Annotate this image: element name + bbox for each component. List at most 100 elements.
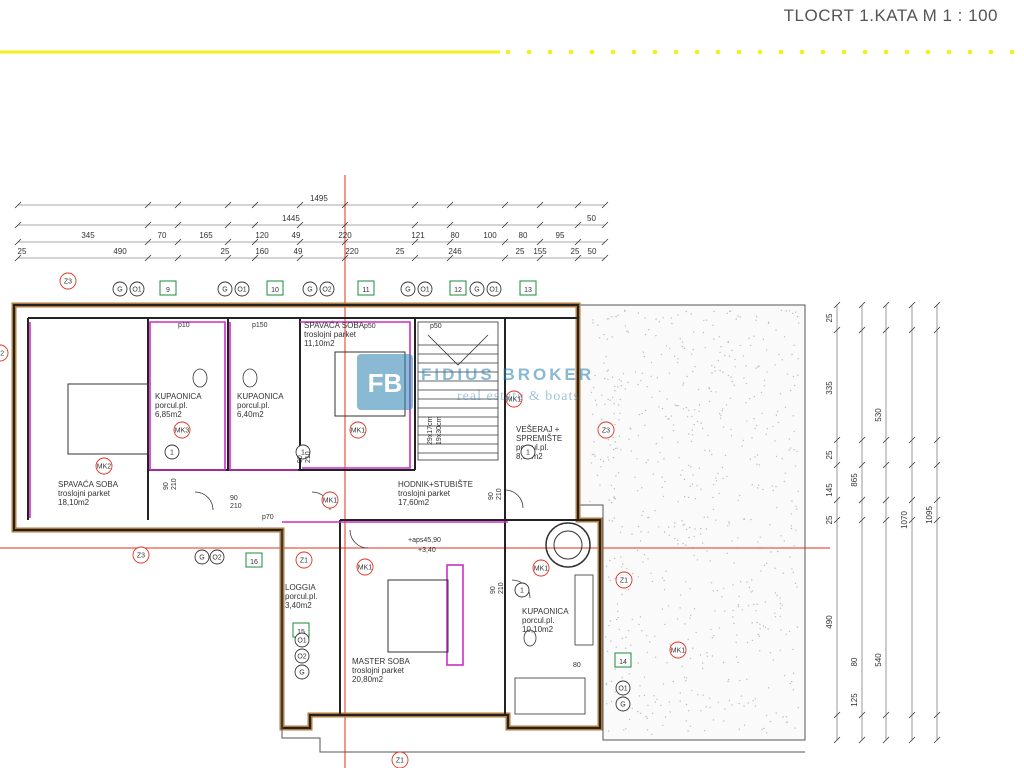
material-tag: MK1 — [532, 559, 550, 577]
room-name: MASTER SOBA — [352, 657, 410, 666]
dimension-label: 25 — [825, 313, 834, 322]
room-name: HODNIK+STUBIŠTE — [398, 480, 473, 489]
dimension-label: 25 — [18, 247, 27, 256]
section-tag: O1 — [486, 281, 502, 297]
shower-icon — [545, 522, 591, 568]
top-dimension-chains — [18, 204, 605, 259]
grid-marker: 13 — [519, 280, 537, 296]
stair-note: 19x30cm — [436, 416, 443, 445]
door-size: 80 — [573, 662, 581, 669]
door-tag: 1 — [295, 444, 311, 460]
dimension-label: 50 — [587, 214, 596, 223]
room-area: 3,40m2 — [285, 601, 312, 610]
section-tag-label: G — [199, 555, 204, 562]
material-tag: MK3 — [173, 421, 191, 439]
door-size: 210 — [496, 488, 503, 500]
material-tag: MK2 — [95, 457, 113, 475]
room-floor: porcul.pl. — [285, 592, 317, 601]
section-tag-label: G — [117, 287, 122, 294]
dimension-label: 1070 — [900, 511, 909, 529]
dimension-label: 530 — [874, 408, 883, 422]
dimension-label: 95 — [556, 231, 565, 240]
dimension-label: 160 — [255, 247, 269, 256]
room-name: KUPAONICA — [522, 607, 569, 616]
dimension-label: 1495 — [310, 194, 328, 203]
material-tag-label: Z1 — [620, 578, 628, 585]
material-tag: MK1 — [356, 558, 374, 576]
material-tag: Z3 — [597, 421, 615, 439]
door-tag: 1 — [520, 444, 536, 460]
grid-marker: 14 — [614, 652, 632, 668]
dimension-label: 125 — [850, 693, 859, 707]
section-tag: G — [217, 281, 233, 297]
dimension-label: 865 — [850, 473, 859, 487]
section-tag: O2 — [209, 549, 225, 565]
door-swings — [194, 489, 531, 599]
installation-lines — [29, 321, 508, 666]
section-tag: G — [194, 549, 210, 565]
door-size: 90 — [490, 586, 497, 594]
material-tag-label: Z3 — [602, 428, 610, 435]
door-size: 210 — [230, 503, 242, 510]
room-floor: porcul.pl. — [522, 616, 554, 625]
door-size: p10 — [178, 322, 190, 329]
section-tag: G — [112, 281, 128, 297]
room-area: 18,10m2 — [58, 498, 90, 507]
door-size: p70 — [262, 514, 274, 521]
dimension-label: 80 — [519, 231, 528, 240]
terrace-area — [577, 304, 806, 741]
stair-note: 29x17cm — [427, 416, 434, 445]
room-area: 20,80m2 — [352, 675, 384, 684]
section-tag: O1 — [294, 632, 310, 648]
room-name: LOGGIA — [285, 583, 316, 592]
room-floor: troslojni parket — [352, 666, 405, 675]
section-tag-label: O1 — [132, 287, 141, 294]
door-tag: 1 — [514, 582, 530, 598]
door-size: 90 — [297, 455, 304, 463]
material-tag-label: MK1 — [534, 566, 549, 573]
room-name: KUPAONICA — [155, 392, 202, 401]
door-size: 210 — [305, 451, 312, 463]
door-size: 90 — [230, 495, 238, 502]
dimension-label: 1445 — [282, 214, 300, 223]
dimension-label: 80 — [451, 231, 460, 240]
section-tag-label: O2 — [212, 555, 221, 562]
dimension-label: 25 — [825, 450, 834, 459]
material-tag: MK1 — [321, 491, 339, 509]
dimension-label: 490 — [113, 247, 127, 256]
section-tag-label: G — [474, 287, 479, 294]
dimension-label: 25 — [396, 247, 405, 256]
dimension-label: 120 — [255, 231, 269, 240]
dimension-label: 25 — [571, 247, 580, 256]
door-tag: 1 — [164, 444, 180, 460]
material-tag: Z3 — [59, 272, 77, 290]
material-tag: Z2 — [0, 344, 9, 362]
section-tag-label: O1 — [420, 287, 429, 294]
door-size: p50 — [430, 323, 442, 330]
section-tag-label: O2 — [297, 654, 306, 661]
section-tag: O1 — [129, 281, 145, 297]
door-size: 90 — [488, 492, 495, 500]
section-tag-label: G — [405, 287, 410, 294]
material-tag-label: MK1 — [671, 648, 686, 655]
grid-marker-number: 10 — [271, 287, 279, 294]
door-size: p50 — [364, 323, 376, 330]
room-area: 17,60m2 — [398, 498, 430, 507]
material-tag: Z1 — [295, 551, 313, 569]
section-tag-label: G — [307, 287, 312, 294]
room-floor: porcul.pl. — [155, 401, 187, 410]
section-tag-label: O2 — [322, 287, 331, 294]
staircase — [417, 321, 499, 461]
dimension-label: 165 — [199, 231, 213, 240]
room-name: SPREMIŠTE — [516, 434, 562, 443]
page-title: TLOCRT 1.KATA M 1 : 100 — [783, 6, 998, 25]
section-tag: O1 — [234, 281, 250, 297]
dimension-label: 70 — [158, 231, 167, 240]
right-dimension-chains — [836, 305, 938, 740]
material-tag: Z1 — [391, 751, 409, 768]
header-line — [0, 49, 1015, 55]
room-floor: troslojni parket — [304, 330, 357, 339]
